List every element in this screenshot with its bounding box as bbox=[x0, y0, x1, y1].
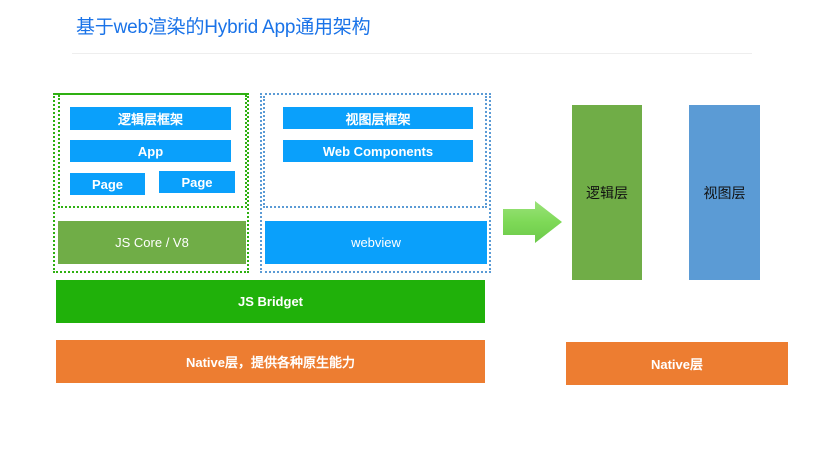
page-box: Page bbox=[159, 171, 235, 193]
view-layer-column: 视图层 bbox=[689, 105, 760, 280]
native-layer-box: Native层，提供各种原生能力 bbox=[56, 340, 485, 383]
logic-framework-box: 逻辑层框架 bbox=[70, 107, 231, 130]
logic-layer-container bbox=[53, 93, 249, 273]
web-components-box: Web Components bbox=[283, 140, 473, 162]
js-core-label: JS Core / V8 bbox=[115, 235, 189, 250]
page-label: Page bbox=[91, 176, 124, 192]
page-box: Page bbox=[70, 173, 145, 195]
native-layer-label: Native层，提供各种原生能力 bbox=[185, 355, 356, 370]
diagram-title: 基于web渲染的Hybrid App通用架构 bbox=[76, 17, 371, 38]
js-bridge-label: JS Bridget bbox=[237, 294, 303, 309]
logic-framework-label: 逻辑层框架 bbox=[117, 112, 183, 127]
view-framework-container bbox=[263, 96, 487, 208]
view-framework-box: 视图层框架 bbox=[283, 107, 473, 129]
js-core-box: JS Core / V8 bbox=[58, 221, 246, 264]
view-layer-label: 视图层 bbox=[703, 184, 746, 201]
web-components-label: Web Components bbox=[322, 143, 434, 159]
native-layer-label-right: Native层 bbox=[650, 357, 704, 372]
view-layer-container bbox=[260, 93, 491, 273]
view-framework-label: 视图层框架 bbox=[345, 111, 411, 127]
app-box: App bbox=[70, 140, 231, 162]
webview-box: webview bbox=[265, 221, 487, 264]
app-label: App bbox=[137, 143, 164, 159]
logic-layer-label: 逻辑层 bbox=[586, 184, 628, 201]
logic-framework-container bbox=[58, 95, 247, 208]
title-divider bbox=[72, 53, 752, 54]
native-layer-box-right: Native层 bbox=[566, 342, 788, 385]
webview-label: webview bbox=[351, 235, 401, 250]
logic-layer-column: 逻辑层 bbox=[572, 105, 642, 280]
page-label: Page bbox=[181, 174, 213, 190]
right-arrow-icon bbox=[503, 201, 562, 243]
js-bridge-box: JS Bridget bbox=[56, 280, 485, 323]
